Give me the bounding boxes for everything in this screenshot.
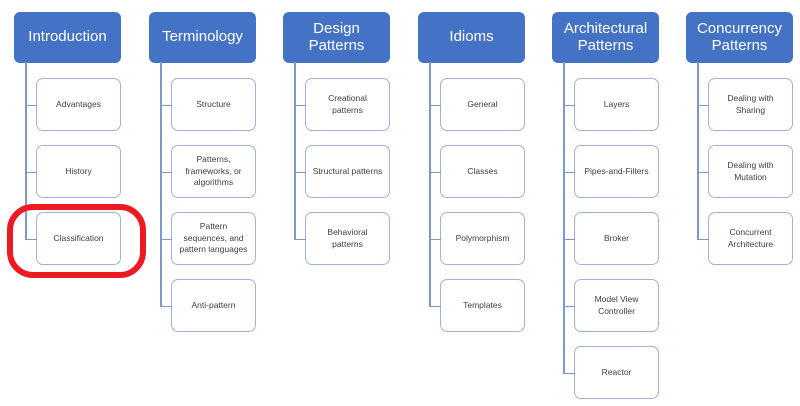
connector-stub — [25, 171, 37, 173]
node-structure: Structure — [160, 78, 256, 131]
header-idioms: Idioms — [418, 12, 525, 63]
connector-stub — [429, 171, 441, 173]
connector-line — [160, 62, 162, 306]
connector-stub — [294, 171, 306, 173]
connector-line — [429, 62, 431, 306]
node-label: Patterns, frameworks, or algorithms — [185, 154, 242, 188]
node-label: Dealing with Mutation — [727, 160, 774, 182]
node-pattern-sequences-languages: Pattern sequences, and pattern languages — [160, 212, 256, 265]
connector-stub — [160, 238, 172, 240]
node-broker: Broker — [563, 212, 659, 265]
node-behavioral-patterns: Behavioral patterns — [294, 212, 390, 265]
column-idioms: Idioms General Classes Polymorphism Temp… — [418, 0, 525, 406]
node-pipes-and-filters: Pipes-and-Filters — [563, 145, 659, 198]
node-reactor: Reactor — [563, 346, 659, 399]
node-layers: Layers — [563, 78, 659, 131]
connector-stub — [697, 238, 709, 240]
connector-line — [697, 62, 699, 239]
connector-stub — [429, 305, 441, 307]
connector-stub — [294, 104, 306, 106]
node-general: General — [429, 78, 525, 131]
node-label: Classes — [467, 165, 498, 176]
connector-stub — [25, 104, 37, 106]
node-label: Dealing with Sharing — [727, 93, 774, 115]
node-label: Concurrent Architecture — [727, 227, 774, 249]
node-concurrent-architecture: Concurrent Architecture — [697, 212, 793, 265]
node-label: Pattern sequences, and pattern languages — [179, 221, 248, 255]
node-label: Anti-pattern — [191, 299, 236, 310]
node-dealing-with-sharing: Dealing with Sharing — [697, 78, 793, 131]
node-label: Creational patterns — [328, 93, 367, 115]
connector-line — [25, 62, 27, 239]
column-introduction: Introduction Advantages History Classifi… — [14, 0, 121, 406]
node-creational-patterns: Creational patterns — [294, 78, 390, 131]
column-terminology: Terminology Structure Patterns, framewor… — [149, 0, 256, 406]
connector-stub — [160, 305, 172, 307]
connector-stub — [697, 171, 709, 173]
connector-stub — [160, 104, 172, 106]
node-patterns-frameworks-algorithms: Patterns, frameworks, or algorithms — [160, 145, 256, 198]
node-label: Layers — [603, 98, 630, 109]
connector-line — [563, 62, 565, 373]
node-classification: Classification — [25, 212, 121, 265]
node-label: Model View Controller — [594, 294, 639, 316]
node-model-view-controller: Model View Controller — [563, 279, 659, 332]
connector-stub — [563, 171, 575, 173]
header-architectural-patterns: Architectural Patterns — [552, 12, 659, 63]
column-design-patterns: Design Patterns Creational patterns Stru… — [283, 0, 390, 406]
node-history: History — [25, 145, 121, 198]
connector-stub — [429, 238, 441, 240]
connector-stub — [697, 104, 709, 106]
connector-line — [294, 62, 296, 239]
node-label: Classification — [53, 232, 104, 243]
node-dealing-with-mutation: Dealing with Mutation — [697, 145, 793, 198]
connector-stub — [563, 372, 575, 374]
header-terminology: Terminology — [149, 12, 256, 63]
header-concurrency-patterns: Concurrency Patterns — [686, 12, 793, 63]
column-architectural-patterns: Architectural Patterns Layers Pipes-and-… — [552, 0, 659, 406]
connector-stub — [563, 238, 575, 240]
header-design-patterns: Design Patterns — [283, 12, 390, 63]
connector-stub — [563, 305, 575, 307]
connector-stub — [563, 104, 575, 106]
node-label: Behavioral patterns — [327, 227, 368, 249]
node-label: Reactor — [601, 366, 632, 377]
node-anti-pattern: Anti-pattern — [160, 279, 256, 332]
node-label: Templates — [463, 299, 502, 310]
connector-stub — [429, 104, 441, 106]
header-introduction: Introduction — [14, 12, 121, 63]
node-label: Pipes-and-Filters — [584, 165, 649, 176]
connector-stub — [25, 238, 37, 240]
connector-stub — [294, 238, 306, 240]
node-label: Advantages — [56, 98, 101, 109]
node-advantages: Advantages — [25, 78, 121, 131]
connector-stub — [160, 171, 172, 173]
node-templates: Templates — [429, 279, 525, 332]
column-concurrency-patterns: Concurrency Patterns Dealing with Sharin… — [686, 0, 793, 406]
node-label: Structure — [196, 98, 231, 109]
node-label: General — [467, 98, 498, 109]
node-polymorphism: Polymorphism — [429, 212, 525, 265]
node-label: Polymorphism — [455, 232, 510, 243]
node-structural-patterns: Structural patterns — [294, 145, 390, 198]
node-label: Structural patterns — [312, 165, 383, 176]
node-label: History — [65, 165, 92, 176]
node-classes: Classes — [429, 145, 525, 198]
node-label: Broker — [603, 232, 630, 243]
